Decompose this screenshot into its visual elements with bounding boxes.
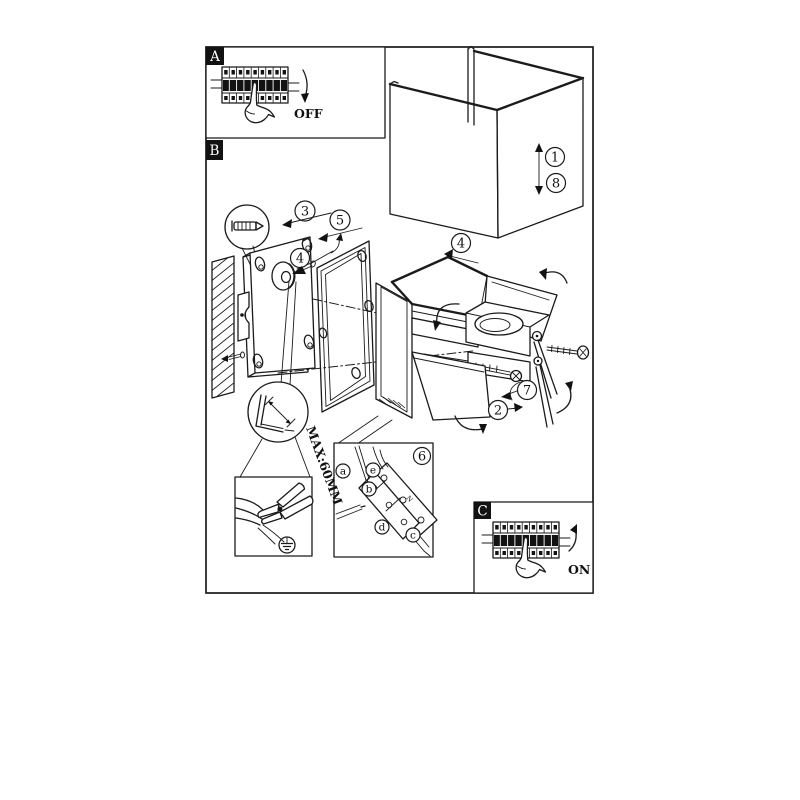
terminal-e-badge: e <box>365 462 381 478</box>
svg-text:7: 7 <box>523 384 531 399</box>
cable-hub <box>271 261 296 291</box>
breaker-off-inset: A OFF <box>205 46 386 139</box>
diffuser-hatch <box>378 396 406 409</box>
box-b-label: B <box>210 143 220 159</box>
lamp-housing <box>375 255 590 434</box>
svg-text:a: a <box>340 466 346 478</box>
svg-text:2: 2 <box>494 404 502 419</box>
leader-line <box>294 436 311 478</box>
svg-text:4: 4 <box>457 237 465 252</box>
on-label: ON <box>568 562 590 577</box>
step-5-arrow <box>324 227 363 238</box>
terminal-d-badge: d <box>374 519 390 535</box>
pliers-inset <box>234 476 314 557</box>
terminal-detail-inset: N 6 a e b d c <box>333 442 438 558</box>
breaker-on-inset: C ON <box>473 501 594 594</box>
step-4-housing-badge: 4 <box>450 232 472 254</box>
pliers-icon <box>257 482 314 525</box>
diffuser-frame <box>316 240 375 413</box>
wall-plug-icon <box>231 220 264 232</box>
section-b-label: B <box>206 140 223 160</box>
step-7-badge: 7 <box>516 379 538 401</box>
svg-text:5: 5 <box>336 214 344 229</box>
neutral-mark: N <box>404 494 414 504</box>
box-c-label: C <box>477 504 487 520</box>
wall-screw <box>221 351 245 362</box>
svg-text:d: d <box>379 522 386 534</box>
step-2-badge: 2 <box>487 399 509 421</box>
terminal-block <box>358 462 438 540</box>
earth-symbol-icon <box>278 536 296 554</box>
step-6-badge: 6 <box>412 446 432 466</box>
box-a-label: A <box>209 49 220 65</box>
step-3-badge: 3 <box>294 200 316 222</box>
wire-detail-callout <box>247 381 309 443</box>
step-3-arrow <box>288 212 332 224</box>
svg-text:4: 4 <box>296 252 304 267</box>
cable-bracket <box>237 291 250 342</box>
svg-text:6: 6 <box>418 450 426 465</box>
screwdriver-left <box>335 504 366 520</box>
off-label: OFF <box>294 106 323 121</box>
terminal-b-badge: b <box>361 481 377 497</box>
svg-text:e: e <box>370 465 376 477</box>
screw-right <box>546 345 590 360</box>
svg-text:1: 1 <box>551 151 559 166</box>
leader-line <box>336 415 379 445</box>
svg-text:8: 8 <box>552 177 560 192</box>
lamp-shade <box>388 45 585 239</box>
svg-text:b: b <box>366 484 373 496</box>
leader-line <box>280 280 290 385</box>
step-1-badge: 1 <box>544 146 566 168</box>
svg-text:3: 3 <box>301 205 309 220</box>
leader-line <box>356 419 393 445</box>
terminal-a-badge: a <box>335 463 351 479</box>
leader-line <box>289 281 297 386</box>
terminal-c-badge: c <box>405 527 421 543</box>
leader-line <box>239 438 263 478</box>
step-4-hub-badge: 4 <box>289 247 311 269</box>
svg-text:c: c <box>410 530 416 542</box>
step-8-badge: 8 <box>545 172 567 194</box>
step-5-badge: 5 <box>329 209 351 231</box>
